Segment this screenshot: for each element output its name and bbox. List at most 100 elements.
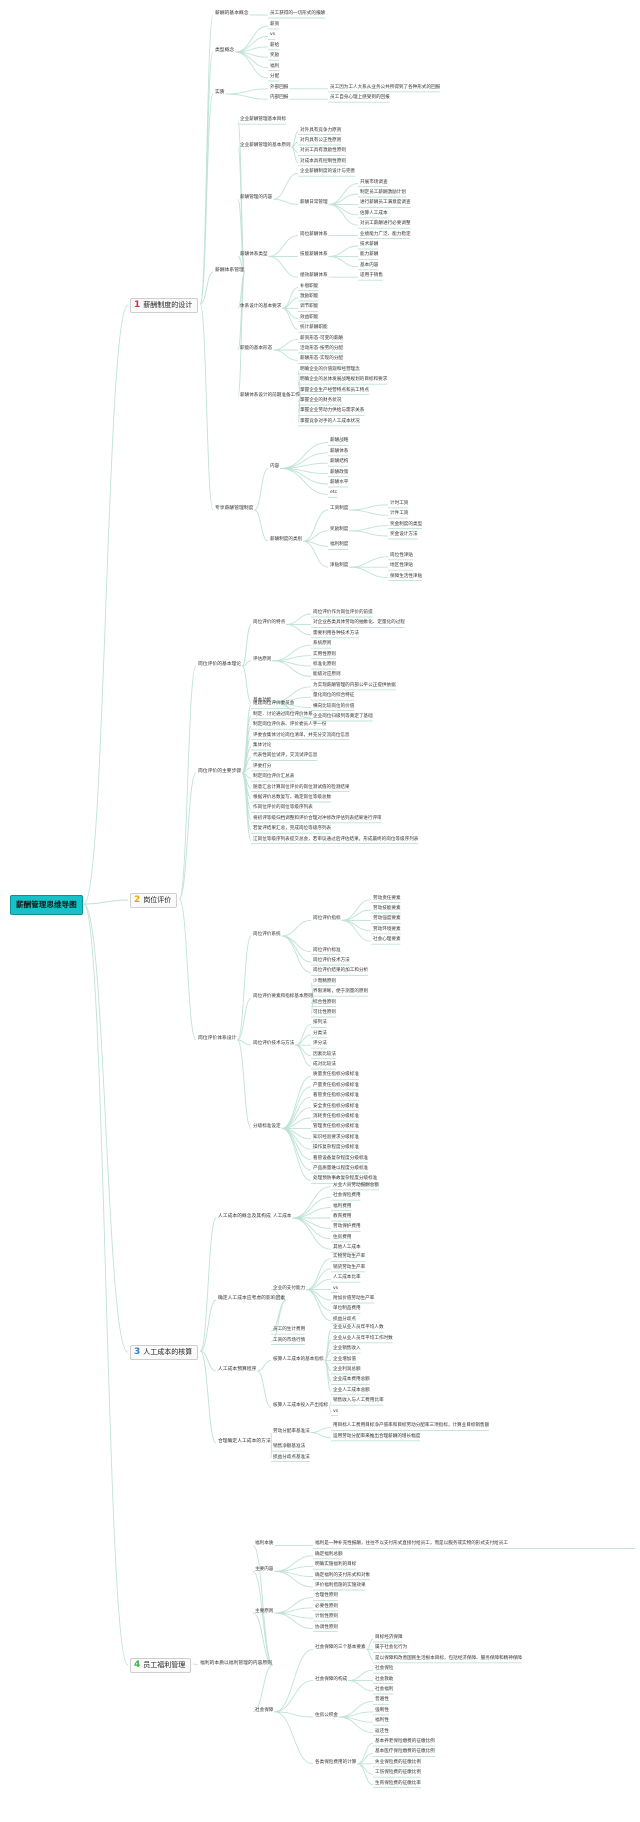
mindmap-leaf: 计时工资: [390, 500, 409, 506]
connector: [193, 1663, 199, 1666]
connector: [237, 271, 246, 398]
mindmap-topic: 评估原则: [253, 656, 272, 662]
mindmap-topic: 专享薪酬管理制度: [215, 506, 254, 511]
connector: [272, 701, 312, 719]
mindmap-leaf: 人工成本比率: [333, 1275, 361, 1281]
mindmap-leaf: 产品质量难以程度分级标准: [313, 1166, 369, 1171]
mindmap-leaf: 质量责任指标分级标准: [313, 1072, 359, 1078]
mindmap-leaf: 实物劳动生产率: [333, 1254, 366, 1260]
mindmap-leaf: 界限清晰，便于测量的原则: [313, 989, 369, 995]
connector: [348, 1680, 374, 1692]
mindmap-leaf: 业绩能力广泛、能力稳定: [360, 231, 411, 237]
mindmap-leaf: 薪给: [270, 42, 280, 48]
mindmap-leaf: 协调性原则: [315, 1624, 338, 1630]
connector: [199, 93, 214, 305]
mindmap-leaf: 岗位评价技术方法: [313, 958, 350, 963]
mindmap-leaf: 对企业各类具体劳动的抽象化、定量化的过程: [313, 620, 405, 626]
mindmap-leaf: 根据评价总数复写，确定岗位等级总数: [253, 795, 332, 800]
mindmap-leaf: 薪酬战略: [330, 438, 349, 444]
mindmap-leaf: 岗位评价标准: [313, 947, 341, 953]
mindmap-leaf: 社会保险: [375, 1666, 394, 1672]
mindmap-leaf: 作岗位评价的岗位等级序列表: [253, 805, 313, 811]
mindmap-leaf: 制定岗位评价表、评价委员人手一份: [253, 722, 327, 728]
connector: [274, 1711, 314, 1765]
branch-label: 岗位评价: [143, 896, 172, 904]
mindmap-leaf: 可比性原则: [313, 1010, 336, 1015]
mindmap-leaf: 适用于销售: [360, 273, 383, 279]
connector: [274, 1570, 314, 1588]
mindmap-leaf: 需要利用各种技术方法: [313, 630, 359, 636]
mindmap-leaf: 用目标人工费用目标净产值率和目标劳动分配率三项指标，计算业目标销售额: [333, 1423, 490, 1429]
mindmap-leaf: vs: [333, 1408, 339, 1414]
connector: [200, 271, 214, 305]
mindmap-leaf: 员工获得的一切形式的报酬: [270, 11, 326, 16]
mindmap-leaf: 企业岗位归级列等奠定了基础: [313, 714, 373, 719]
mindmap-leaf: 基本养老保险缴费的征缴比例: [375, 1739, 435, 1744]
mindmap-leaf: 横向比较岗位的价值: [313, 703, 355, 709]
mindmap-leaf: 能力薪酬: [360, 252, 379, 258]
mindmap-leaf: 附加价值劳动生产率: [333, 1296, 375, 1301]
mindmap-topic: 住房公积金: [315, 1713, 338, 1718]
connector: [328, 255, 359, 268]
mindmap-topic: 实质: [215, 90, 225, 95]
mindmap-leaf: 劳动环境要素: [373, 926, 401, 932]
mindmap-leaf: 失业保险费的征缴比例: [375, 1759, 421, 1765]
mindmap-leaf: 集体讨论: [253, 743, 272, 748]
connector: [273, 172, 299, 200]
connector: [252, 1570, 274, 1666]
mindmap-topic: 体系设计的基本要求: [240, 304, 282, 310]
connector: [83, 899, 129, 905]
connector: [237, 1039, 252, 1046]
connector: [303, 509, 329, 542]
mindmap-leaf: 福利是一种补充性报酬，往往不以支付形式直接付给员工，而是以服务或实物的形式支付给…: [315, 1541, 508, 1547]
mindmap-leaf: 产量责任指标分级标准: [313, 1082, 359, 1088]
mindmap-topic: 岗位评价的主要步骤: [198, 769, 242, 774]
connector: [254, 509, 269, 542]
connector: [297, 396, 302, 424]
mindmap-leaf: 管理责任指标分级标准: [313, 1124, 359, 1130]
mindmap-leaf: 福利性: [375, 1718, 389, 1724]
mindmap-topic: 薪酬体系设计的前期准备工作: [240, 392, 300, 398]
mindmap-leaf: 福利费用: [333, 1203, 352, 1209]
mindmap-topic: 岗位评价体系设计: [198, 1036, 237, 1041]
mindmap-topic: 类型概念: [215, 48, 235, 53]
connector: [274, 1711, 314, 1718]
mindmap-leaf: 掌握竞争对手的人工成本状况: [300, 418, 360, 424]
mindmap-leaf: 因素比较法: [313, 1051, 336, 1057]
mindmap-leaf: 普遍性: [375, 1697, 389, 1703]
connector: [270, 1442, 273, 1460]
mindmap-leaf: 消耗责任指标分级标准: [313, 1114, 359, 1119]
connector: [237, 255, 246, 273]
mindmap-topic: 企业薪酬管理的基本原则: [240, 143, 291, 149]
mindmap-leaf: 随意汇总计算岗位评价的岗位测试值的检测结果: [253, 784, 350, 790]
mindmap-leaf: 估算人工成本: [360, 210, 388, 216]
mindmap-leaf: 目标经济保障: [375, 1635, 403, 1640]
mindmap-leaf: 企业从业人员年平均工作时数: [333, 1335, 393, 1341]
mindmap-leaf: 薪酬体系: [330, 448, 349, 454]
mindmap-leaf: 若复评结果汇总，完成岗位等级序列表: [253, 826, 332, 832]
connector: [310, 997, 315, 1015]
mindmap-topic: 岗位薪酬体系: [300, 231, 328, 237]
branch-number: 4: [134, 1660, 141, 1670]
mindmap-leaf: 单位制品费用: [333, 1306, 361, 1312]
connector: [225, 93, 269, 100]
mindmap-topic: 福利本质: [255, 1541, 274, 1547]
mindmap-leaf: 销售收入与人工费用比率: [333, 1398, 384, 1404]
mindmap-leaf: 社会心理要素: [373, 937, 401, 943]
mindmap-leaf: 对成本具有控制性原则: [300, 158, 346, 164]
mindmap-leaf: 企业从业人员年平均人数: [333, 1325, 384, 1331]
connector: [274, 1648, 314, 1713]
mindmap-leaf: 奖励: [270, 53, 280, 59]
mindmap-topic: 薪酬体系类型: [240, 252, 268, 258]
mindmap-leaf: 销货劳动生产率: [333, 1264, 366, 1270]
mindmap-topic: 内容: [270, 464, 280, 470]
mindmap-topic: 社会保障的三个基本要素: [315, 1645, 366, 1651]
mindmap-leaf: 活动形态-按劳的分配: [300, 346, 344, 351]
connector: [306, 1257, 332, 1291]
mindmap-leaf: 安全责任指标分级标准: [313, 1103, 359, 1109]
mindmap-topic: 基本功能: [253, 698, 272, 704]
mindmap-leaf: 调节职能: [300, 304, 319, 310]
mindmap-leaf: 对员工薪酬进行必要调整: [360, 221, 411, 227]
